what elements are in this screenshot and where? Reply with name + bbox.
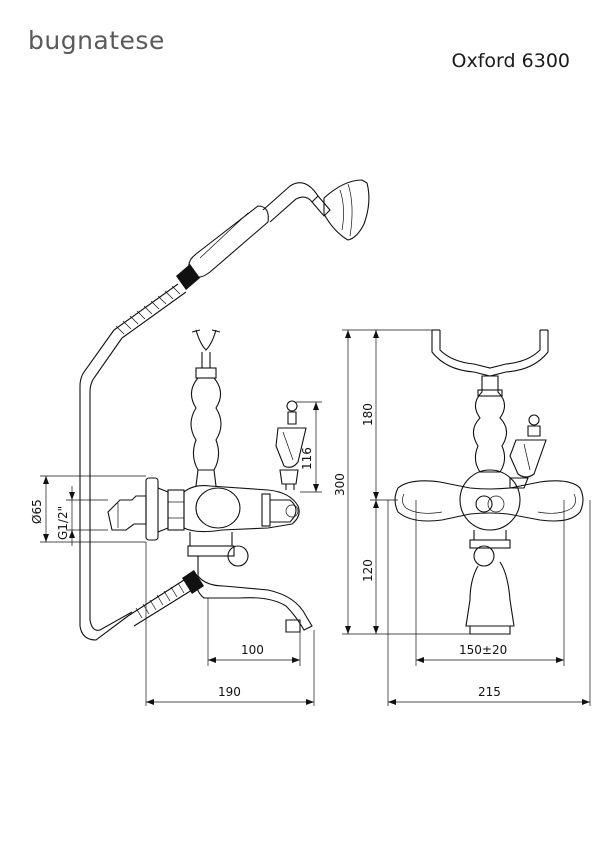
front-crossbar: [394, 480, 584, 522]
dim-100-label: 100: [241, 643, 264, 657]
dim-180-label: 180: [361, 403, 375, 426]
shower-holder-column: [190, 329, 222, 487]
mixer-body: [183, 485, 300, 533]
dim-300-label: 300: [333, 473, 347, 496]
dim-120-label: 120: [361, 559, 375, 582]
side-view: 116 Ø65 G1/2" 100 190: [30, 179, 370, 706]
hose-braid-upper: [113, 283, 187, 339]
front-spout: [465, 530, 515, 635]
shower-neck: [262, 182, 319, 211]
dim-116-label: 116: [300, 447, 314, 470]
spout: [187, 532, 313, 633]
dim-thread-label: G1/2": [56, 506, 70, 540]
lever-handle: [275, 400, 307, 490]
front-view-dimensions: [342, 329, 591, 706]
front-lever: [509, 414, 547, 489]
hose-tube-outer: [79, 329, 129, 641]
dim-diameter-label: Ø65: [30, 499, 44, 524]
hose-tube-inner: [89, 337, 133, 631]
side-view-dimensions: [40, 401, 322, 706]
union-nut: [167, 489, 185, 531]
wall-flange: [145, 477, 159, 541]
dim-215-label: 215: [478, 685, 501, 699]
hose-ring-lower: [182, 570, 204, 594]
hose-ring-upper: [176, 264, 200, 290]
dim-190-label: 190: [218, 685, 241, 699]
front-center-boss: [459, 469, 521, 531]
eccentric-connector: [107, 495, 147, 531]
brand-logo: bugnatese: [28, 26, 165, 55]
dim-150-label: 150±20: [459, 643, 507, 657]
front-hook: [431, 330, 549, 377]
model-title: Oxford 6300: [451, 50, 570, 72]
shower-head: [311, 179, 370, 241]
hose-braid-lower: [127, 579, 193, 627]
front-view: 300 180 120 150±20 215: [333, 329, 591, 706]
shower-handle: [188, 205, 269, 278]
